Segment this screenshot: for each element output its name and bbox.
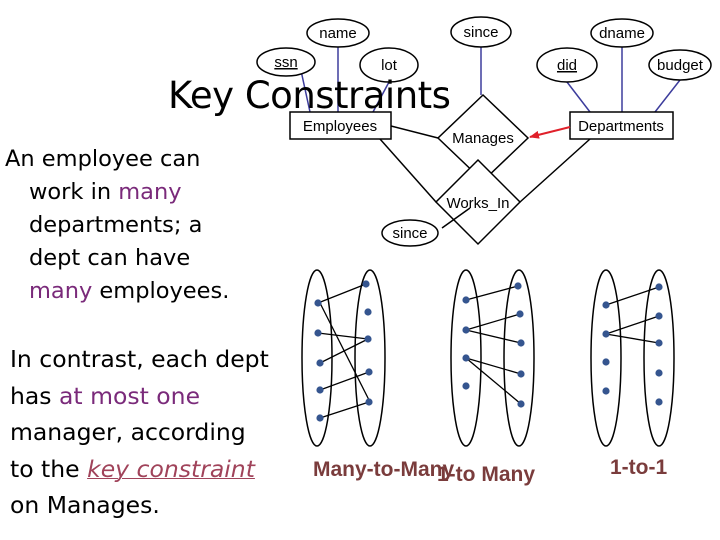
employees-label: Employees [303, 118, 377, 135]
works-in-since-ellipse [381, 219, 439, 247]
text-line: departments; a [29, 212, 203, 238]
works-in-diamond [434, 158, 522, 246]
key-constraint-explanation: In contrast, each dept has at most one m… [10, 341, 300, 524]
oo-left-dot [602, 387, 610, 395]
om-right-dot [514, 282, 522, 290]
departments-entity [569, 111, 674, 140]
text-line: has at most one [10, 378, 300, 415]
departments-label: Departments [578, 118, 664, 135]
oo-right-set [643, 269, 675, 447]
om-left-dot [462, 382, 470, 390]
employees-to-works-in-line [379, 138, 437, 203]
works-in-since-label: since [392, 225, 427, 242]
attr-ssn-label: ssn [274, 54, 297, 71]
oo-right-dot [655, 312, 663, 320]
attr-lot-ellipse [359, 47, 419, 83]
manages-label: Manages [452, 130, 514, 147]
mm-right-dot [362, 280, 370, 288]
om-right-dot [517, 400, 525, 408]
attr-dname-ellipse [590, 18, 654, 48]
oo-left-dot [602, 330, 610, 338]
om-right-dot [517, 339, 525, 347]
mm-right-dot [364, 335, 372, 343]
attr-name-label: name [319, 25, 357, 42]
attr-budget-label: budget [657, 57, 704, 74]
om-right-dot [517, 370, 525, 378]
mm-right-dot [365, 368, 373, 376]
om-left-dot [462, 296, 470, 304]
text-line: work in many [5, 176, 245, 209]
attr-did-ellipse [536, 47, 598, 83]
attr-lot-label: lot [381, 57, 398, 74]
attr-ssn-ellipse [256, 47, 316, 77]
manages-key-arrow [529, 126, 571, 139]
text-fragment: work in [29, 179, 119, 205]
attr-since-label: since [463, 24, 498, 41]
text-line: on Manages. [10, 491, 160, 519]
mm-left-dot [316, 359, 324, 367]
attr-since-ellipse [450, 16, 512, 48]
employees-to-manages-line [390, 125, 439, 139]
mm-left-dot [316, 414, 324, 422]
oo-right-dot [655, 283, 663, 291]
mm-right-dot [365, 398, 373, 406]
text-line: many employees. [5, 275, 245, 308]
highlight-at-most-one: at most one [59, 381, 201, 410]
attr-did-label: did [557, 57, 577, 74]
many-to-many-label: Many-to-Many [313, 458, 455, 481]
attr-dname-label: dname [599, 25, 645, 42]
om-right-dot [516, 310, 524, 318]
employees-entity [289, 111, 392, 140]
one-to-one-label: 1-to-1 [610, 456, 668, 479]
om-left-dot [462, 354, 470, 362]
attr-budget-ellipse [648, 49, 712, 81]
mm-right-set [354, 269, 386, 447]
highlight-many: many [118, 179, 182, 205]
oo-right-dot [655, 369, 663, 377]
slide-title: Key Constraints [168, 74, 451, 117]
works-in-label: Works_In [446, 195, 509, 212]
mapping-one-to-many [450, 269, 535, 447]
text-line: to the key constraint [10, 451, 300, 488]
text-fragment: has [10, 381, 60, 410]
text-line: manager, according [10, 418, 246, 446]
one-to-many-label: 1-to Many [437, 463, 536, 486]
om-right-set [503, 269, 535, 447]
many-to-many-explanation: An employee can work in many departments… [5, 143, 245, 308]
mm-left-dot [314, 299, 322, 307]
oo-left-set [590, 269, 622, 447]
text-line: In contrast, each dept [10, 345, 269, 373]
works-in-since-line [441, 207, 471, 229]
text-fragment: employees. [92, 278, 230, 304]
om-left-dot [462, 326, 470, 334]
mapping-many-to-many [301, 269, 386, 447]
attr-name-ellipse [306, 18, 370, 48]
oo-right-dot [655, 339, 663, 347]
oo-right-dot [655, 398, 663, 406]
departments-to-works-in-line [519, 138, 591, 203]
mm-left-dot [314, 329, 322, 337]
mapping-one-to-one [590, 269, 675, 447]
text-line: An employee can [5, 146, 201, 172]
mm-left-dot [316, 386, 324, 394]
highlight-many: many [29, 278, 93, 304]
text-fragment: to the [10, 454, 88, 483]
oo-left-dot [602, 358, 610, 366]
mm-right-dot [364, 308, 372, 316]
text-line: dept can have [29, 245, 191, 271]
oo-left-dot [602, 301, 610, 309]
highlight-key-constraint: key constraint [87, 454, 255, 483]
mm-left-set [301, 269, 333, 447]
om-left-set [450, 269, 482, 447]
